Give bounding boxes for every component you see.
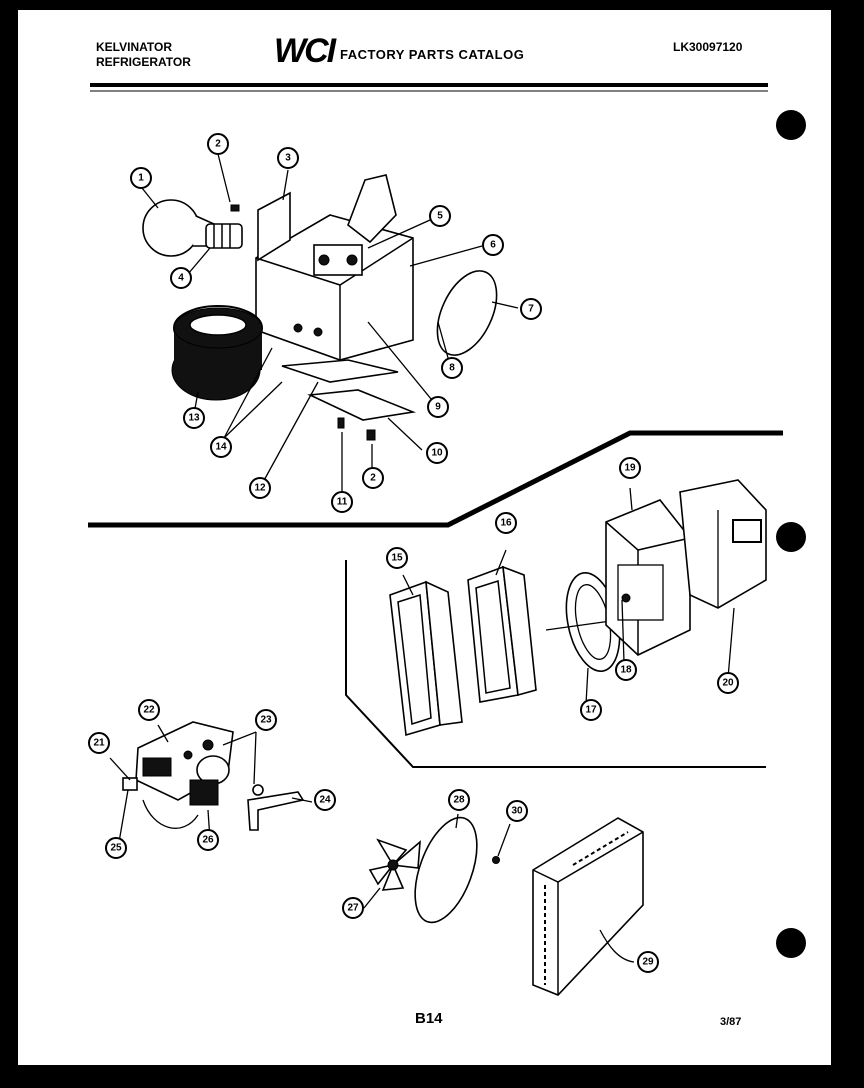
brand-line-1: KELVINATOR [96, 40, 173, 54]
header-rule [90, 83, 768, 87]
fan-motor-drawing [171, 305, 263, 401]
callout-label: 15 [391, 553, 403, 564]
callout-label: 24 [319, 795, 331, 806]
binder-hole-middle [776, 522, 806, 552]
wci-logo: WCI [274, 32, 336, 70]
callout-29: 29 [637, 951, 659, 973]
callout-label: 2 [215, 139, 221, 150]
callout-13: 13 [183, 407, 205, 429]
subsection-outline [345, 560, 766, 768]
section-divider [88, 430, 783, 528]
callout-label: 23 [260, 715, 272, 726]
callout-14: 14 [210, 436, 232, 458]
callout-1: 1 [130, 167, 152, 189]
evaporator-cover-29-drawing [532, 817, 644, 996]
fastener-11-drawing [337, 417, 345, 429]
callout-label: 20 [722, 678, 734, 689]
callout-label: 8 [449, 363, 455, 374]
callout-4: 4 [170, 267, 192, 289]
callout-label: 27 [347, 903, 359, 914]
callout-label: 11 [337, 497, 348, 508]
gasket-ring-drawing [436, 270, 498, 356]
callout-label: 10 [431, 448, 443, 459]
callout-10: 10 [426, 442, 448, 464]
callout-label: 4 [178, 273, 184, 284]
callout-2: 2 [207, 133, 229, 155]
callout-7: 7 [520, 298, 542, 320]
callout-label: 3 [285, 153, 291, 164]
page-code: B14 [415, 1010, 443, 1027]
callout-label: 7 [528, 304, 534, 315]
callout-label: 2 [370, 473, 376, 484]
callout-17: 17 [580, 699, 602, 721]
callout-label: 5 [437, 211, 443, 222]
damper-cover-20-drawing [679, 479, 767, 609]
damper-box-19-drawing [605, 499, 691, 656]
damper-housing-15-drawing [389, 580, 463, 737]
parts-diagram-page: KELVINATOR REFRIGERATOR WCI FACTORY PART… [18, 10, 831, 1065]
screw-drawing [230, 204, 240, 212]
fan-motor-26-drawing [142, 755, 230, 829]
callout-label: 9 [435, 402, 441, 413]
light-bulb-drawing [142, 199, 243, 257]
callout-15: 15 [386, 547, 408, 569]
callout-18: 18 [615, 659, 637, 681]
callout-28: 28 [448, 789, 470, 811]
callout-label: 30 [511, 806, 523, 817]
callout-label: 12 [254, 483, 266, 494]
callout-label: 6 [490, 240, 496, 251]
bracket-24-drawing [247, 791, 305, 831]
date-code: 3/87 [720, 1016, 742, 1028]
callout-6: 6 [482, 234, 504, 256]
callout-label: 21 [93, 738, 105, 749]
callout-label: 17 [585, 705, 597, 716]
callout-27: 27 [342, 897, 364, 919]
callout-2b: 2 [362, 467, 384, 489]
washer-23-drawing [252, 784, 264, 796]
callout-25: 25 [105, 837, 127, 859]
callout-label: 13 [188, 413, 200, 424]
callout-16: 16 [495, 512, 517, 534]
leader-lines [109, 153, 735, 963]
callout-5: 5 [429, 205, 451, 227]
callout-8: 8 [441, 357, 463, 379]
callout-20: 20 [717, 672, 739, 694]
callout-label: 18 [620, 665, 632, 676]
callout-label: 25 [110, 843, 122, 854]
brand-line-2: REFRIGERATOR [96, 55, 191, 69]
binder-hole-bottom [776, 928, 806, 958]
callout-11: 11 [331, 491, 353, 513]
callout-label: 19 [624, 463, 636, 474]
callout-label: 14 [215, 442, 227, 453]
fastener-2b-drawing [366, 429, 376, 441]
callout-label: 16 [500, 518, 512, 529]
fan-ring-28-drawing [414, 816, 478, 924]
callout-label: 1 [138, 173, 144, 184]
bracket-drawing [307, 389, 416, 421]
callout-label: 29 [642, 957, 654, 968]
catalog-title: FACTORY PARTS CATALOG [340, 47, 525, 62]
control-box-drawing [255, 174, 414, 361]
callout-9: 9 [427, 396, 449, 418]
callout-24: 24 [314, 789, 336, 811]
mounting-plate-drawing [281, 359, 399, 383]
callout-3: 3 [277, 147, 299, 169]
callout-label: 26 [202, 835, 214, 846]
model-number: LK30097120 [673, 40, 743, 54]
exploded-view-drawing: 1 2 3 4 5 6 7 8 9 10 11 2 12 13 14 15 16… [88, 83, 806, 996]
callout-21: 21 [88, 732, 110, 754]
callout-30: 30 [506, 800, 528, 822]
callout-12: 12 [249, 477, 271, 499]
callout-22: 22 [138, 699, 160, 721]
callout-label: 28 [453, 795, 465, 806]
nut-30-drawing [492, 856, 500, 864]
fan-blade-27-drawing [368, 838, 421, 891]
damper-housing-16-drawing [467, 565, 537, 703]
binder-hole-top [776, 110, 806, 140]
callout-23: 23 [255, 709, 277, 731]
callout-label: 22 [143, 705, 155, 716]
callout-26: 26 [197, 829, 219, 851]
callout-19: 19 [619, 457, 641, 479]
connector-21-drawing [122, 777, 138, 791]
